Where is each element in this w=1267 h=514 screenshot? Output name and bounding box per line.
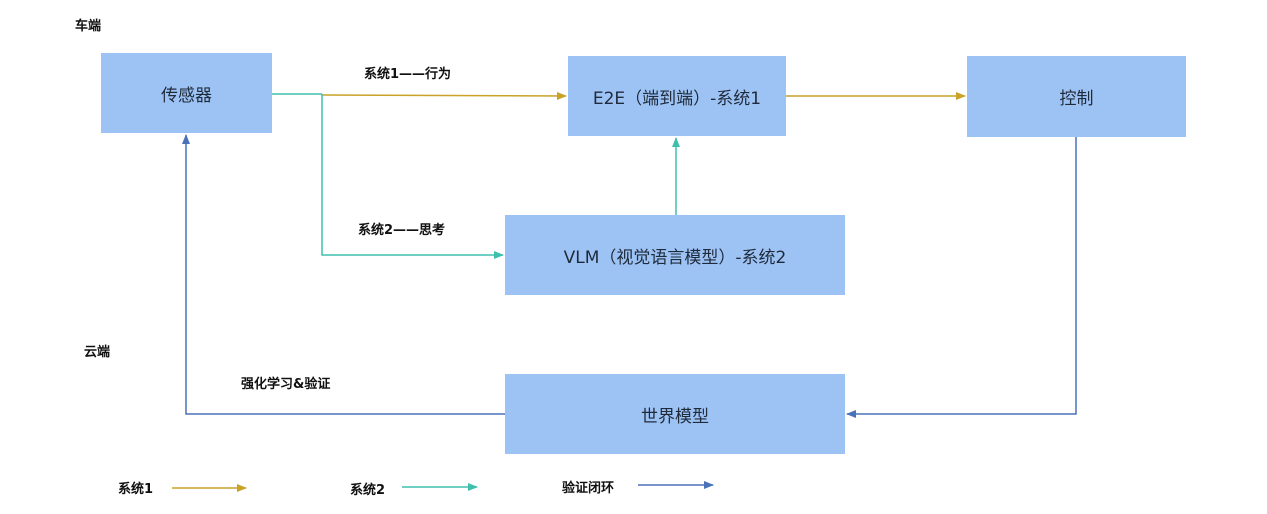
node-vlm: VLM（视觉语言模型）-系统2 [505,215,845,295]
legend-label-verify-loop: 验证闭环 [562,481,615,496]
edge-sensor-to-vlm [321,94,504,259]
legend-label-system1: 系统1 [118,482,154,497]
node-e2e-label: E2E（端到端）-系统1 [592,88,762,109]
node-vlm-label: VLM（视觉语言模型）-系统2 [563,247,787,268]
node-sensor: 传感器 [101,53,272,133]
legend-label-system2: 系统2 [350,483,386,498]
edge-label-system2-thinking: 系统2——思考 [358,223,446,238]
edge-label-rl-verify: 强化学习&验证 [241,377,331,392]
zone-label-vehicle: 车端 [75,19,102,34]
edge-control-to-world-model [846,137,1077,418]
node-world-model: 世界模型 [505,374,845,454]
node-control: 控制 [967,56,1186,137]
edge-world-model-to-sensor [182,134,505,415]
node-world-model-label: 世界模型 [641,406,709,427]
node-sensor-label: 传感器 [161,85,212,106]
node-e2e: E2E（端到端）-系统1 [568,56,786,136]
node-control-label: 控制 [1059,89,1094,109]
zone-label-cloud: 云端 [84,345,111,360]
edge-label-system1-action: 系统1——行为 [364,67,452,82]
edge-sensor-to-e2e [321,91,567,100]
